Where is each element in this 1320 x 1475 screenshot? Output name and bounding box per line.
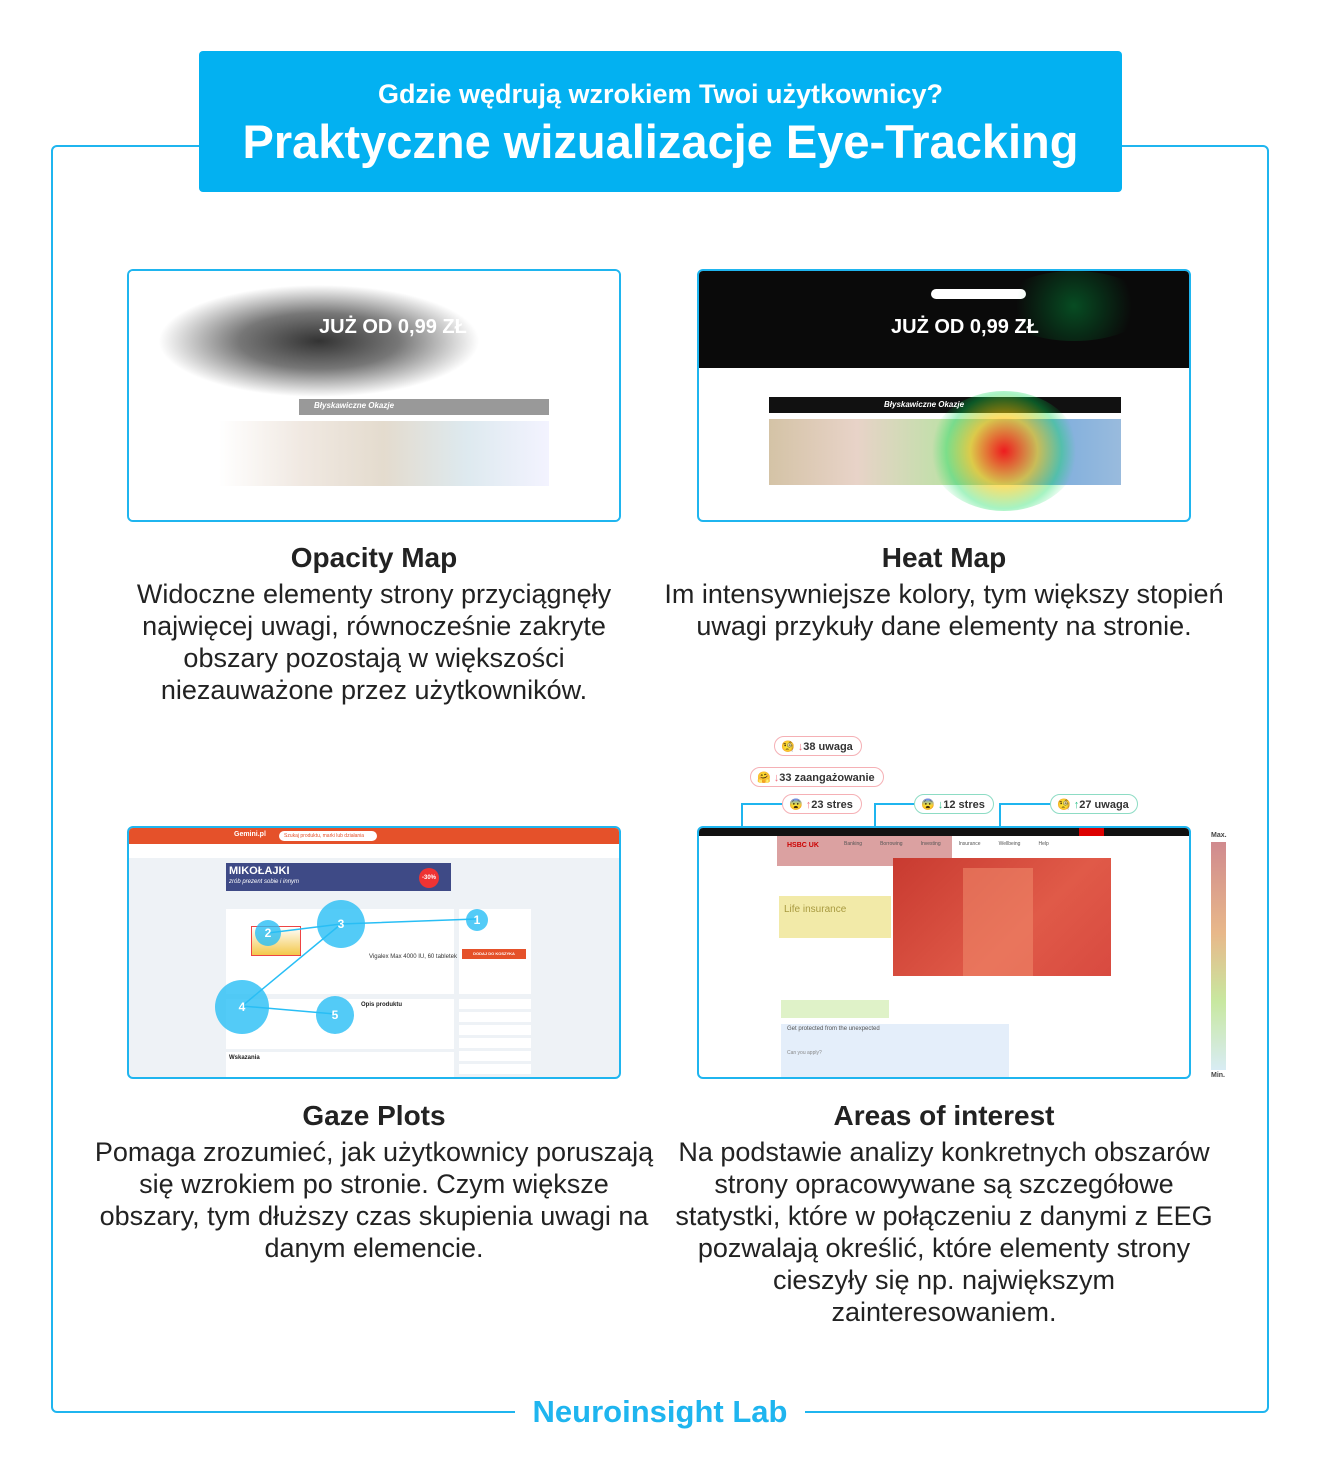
opacity-section: Błyskawiczne Okazje xyxy=(314,401,395,410)
aoi-badge-attention-38: 🧐 ↓38 uwaga xyxy=(774,736,862,756)
opacity-map-title: Opacity Map xyxy=(290,542,458,573)
opacity-map-description: Widoczne elementy strony przyciągnęły na… xyxy=(136,579,612,705)
footer-brand: Neuroinsight Lab xyxy=(515,1394,805,1430)
hsbc-logo: HSBC UK xyxy=(787,842,819,849)
nav-item[interactable]: Borrowing xyxy=(880,841,903,847)
legend-min: Min. xyxy=(1211,1072,1225,1079)
nav-item[interactable]: Help xyxy=(1038,841,1049,847)
promo-discount: -30% xyxy=(419,868,439,888)
heat-map-description: Im intensywniejsze kolory, tym większy s… xyxy=(664,579,1224,641)
aoi-title: Areas of interest xyxy=(833,1100,1055,1131)
gemini-logo: Gemini.pl xyxy=(234,831,266,838)
heat-banner-text: JUŻ OD 0,99 ZŁ xyxy=(891,316,1039,338)
nav-item[interactable]: Investing xyxy=(920,841,941,847)
aoi-caption: Areas of interest Na podstawie analizy k… xyxy=(664,1100,1224,1328)
hsbc-nav: Banking Borrowing Investing Insurance Wellbe… xyxy=(844,841,1049,847)
opacity-map-screenshot: JUŻ OD 0,99 ZŁ Błyskawiczne Okazje xyxy=(127,269,621,522)
nav-item[interactable]: Banking xyxy=(844,841,863,847)
intensity-legend xyxy=(1211,842,1226,1070)
nav-item[interactable]: Wellbeing xyxy=(998,841,1021,847)
section-indications: Wskazania xyxy=(229,1055,260,1061)
opacity-map-caption: Opacity Map Widoczne elementy strony prz… xyxy=(94,542,654,706)
heat-section: Błyskawiczne Okazje xyxy=(884,400,965,409)
aoi-badge-attention-27: 🧐 ↑27 uwaga xyxy=(1050,794,1138,814)
hero-title: Life insurance xyxy=(784,904,847,915)
nav-item[interactable]: Insurance xyxy=(958,841,981,847)
gaze-plot-title: Gaze Plots xyxy=(302,1100,446,1131)
heat-map-title: Heat Map xyxy=(881,542,1007,573)
gaze-plot-screenshot: Gemini.pl Szukaj produktu, marki lub dzi… xyxy=(127,826,621,1079)
aoi-badge-stress-23: 😨 ↑23 stres xyxy=(782,794,862,814)
gemini-search: Szukaj produktu, marki lub działania xyxy=(279,831,377,841)
gaze-plot-description: Pomaga zrozumieć, jak użytkownicy porusz… xyxy=(94,1137,654,1263)
section-description: Opis produktu xyxy=(361,1002,402,1008)
section-heading: Get protected from the unexpected xyxy=(787,1026,880,1032)
aoi-screenshot: HSBC UK Banking Borrowing Investing Insuran… xyxy=(697,826,1191,1079)
aoi-description: Na podstawie analizy konkretnych obszaró… xyxy=(675,1137,1213,1327)
heat-map-screenshot: JUŻ OD 0,99 ZŁ Błyskawiczne Okazje xyxy=(697,269,1191,522)
gaze-plot-caption: Gaze Plots Pomaga zrozumieć, jak użytkow… xyxy=(94,1100,654,1264)
header-banner: Gdzie wędrują wzrokiem Twoi użytkownicy?… xyxy=(199,51,1122,192)
aoi-badge-stress-12: 😨 ↓12 stres xyxy=(914,794,994,814)
add-to-cart-button[interactable]: DODAJ DO KOSZYKA xyxy=(462,949,526,959)
header-title: Praktyczne wizualizacje Eye-Tracking xyxy=(242,115,1079,168)
fixation-3: 3 xyxy=(317,900,365,948)
header-subtitle: Gdzie wędrują wzrokiem Twoi użytkownicy? xyxy=(377,79,944,109)
fixation-2: 2 xyxy=(255,920,281,946)
opacity-banner-text: JUŻ OD 0,99 ZŁ xyxy=(319,316,467,338)
fixation-4: 4 xyxy=(215,980,269,1034)
promo-sub: zrób prezent sobie i innym xyxy=(229,879,300,885)
promo-title: MIKOŁAJKI xyxy=(229,865,290,877)
section-sub: Can you apply? xyxy=(787,1050,822,1056)
legend-max: Max. xyxy=(1211,832,1227,839)
fixation-1: 1 xyxy=(466,909,488,931)
aoi-badge-engagement-33: 🤗 ↓33 zaangażowanie xyxy=(750,767,884,787)
product-name: Vigalex Max 4000 IU, 60 tabletek xyxy=(369,954,457,960)
fixation-5: 5 xyxy=(316,996,354,1034)
heat-map-caption: Heat Map Im intensywniejsze kolory, tym … xyxy=(664,542,1224,642)
